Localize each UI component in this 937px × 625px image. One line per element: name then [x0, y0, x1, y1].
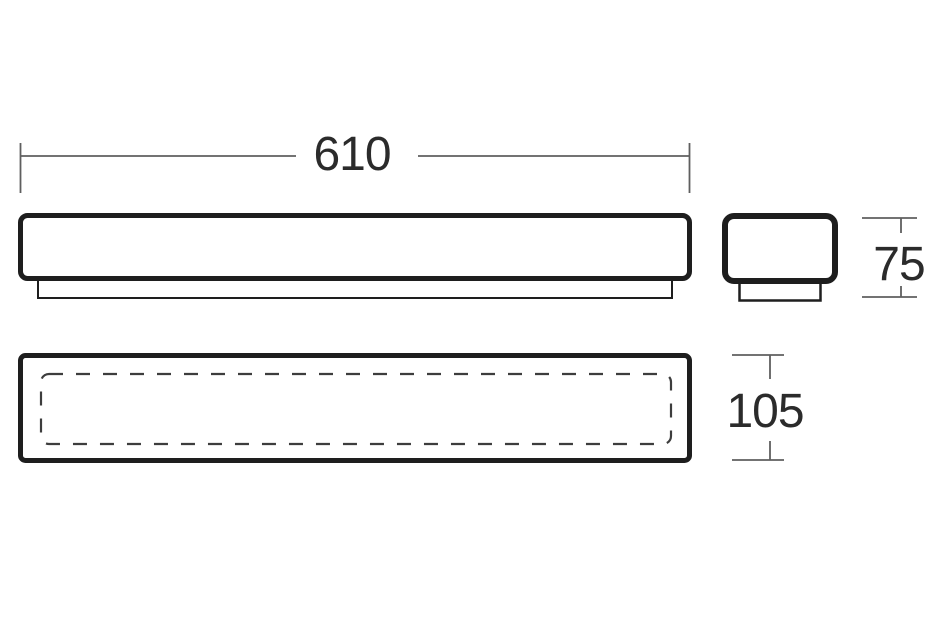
side-view-body-outline — [722, 213, 838, 284]
side-view — [722, 213, 838, 302]
side-view-base-strip — [738, 284, 822, 302]
front-view-body-outline — [18, 213, 692, 281]
depth-dimension: 105 — [726, 354, 805, 461]
height-dimension: 75 — [862, 217, 926, 298]
depth-dimension-label: 105 — [726, 385, 803, 438]
bottom-view-dashed-inner-outline — [39, 372, 673, 446]
bottom-view — [18, 353, 692, 463]
height-dimension-label: 75 — [873, 238, 924, 291]
front-view — [18, 213, 692, 299]
width-dimension: 610 — [19, 128, 691, 193]
front-view-base-strip — [37, 281, 673, 299]
bottom-view-body-outline — [18, 353, 692, 463]
width-dimension-label: 610 — [313, 128, 390, 181]
